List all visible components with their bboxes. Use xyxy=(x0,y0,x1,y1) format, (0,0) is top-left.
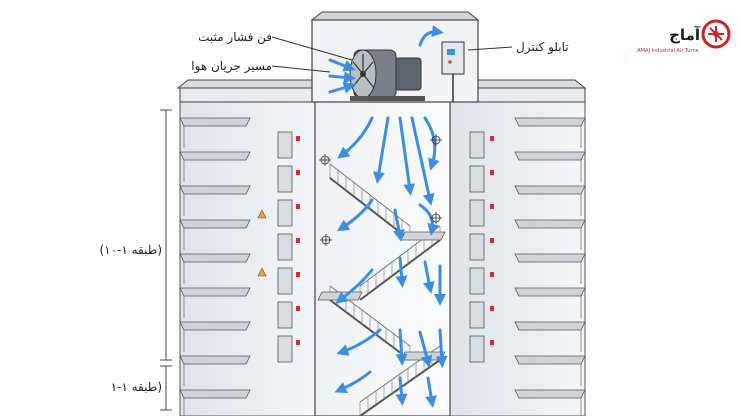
door xyxy=(277,199,293,227)
door xyxy=(469,267,485,295)
airflow-arrow-icon xyxy=(418,330,433,368)
airflow-arrow-icon xyxy=(336,198,374,232)
door xyxy=(469,199,485,227)
smoke-detector-icon xyxy=(319,154,331,166)
warning-sign-icon xyxy=(257,209,267,219)
balcony-slab xyxy=(514,355,586,365)
airflow-arrow-icon xyxy=(418,203,440,236)
balcony-slab xyxy=(179,389,251,399)
balcony-slab xyxy=(514,219,586,229)
brand-name: آماج xyxy=(669,26,701,44)
axial-fan-icon xyxy=(349,49,425,101)
smoke-detector-icon xyxy=(430,212,442,224)
floors-lower-label: طبقه ۱-۱) xyxy=(111,380,162,394)
left-doors xyxy=(257,131,300,363)
balcony-slab xyxy=(514,321,586,331)
airflow-arrows xyxy=(328,25,448,408)
airflow-arrow-icon xyxy=(395,376,408,406)
door xyxy=(469,165,485,193)
balcony-slab xyxy=(514,389,586,399)
door xyxy=(277,131,293,159)
balcony-slab xyxy=(179,355,251,365)
balcony-slab xyxy=(514,253,586,263)
airflow-arrow-icon xyxy=(418,25,444,47)
brand-logo-icon xyxy=(701,19,731,49)
dimension-line xyxy=(160,109,172,411)
airflow-arrow-icon xyxy=(328,81,356,94)
airflow-arrow-icon xyxy=(435,328,448,368)
airflow-arrow-icon xyxy=(328,71,356,84)
balcony-slab xyxy=(179,321,251,331)
stair-landing xyxy=(400,351,446,361)
alarm-box-icon xyxy=(490,136,494,141)
door xyxy=(469,335,485,363)
balcony-slab xyxy=(514,117,586,127)
left-wing xyxy=(179,87,316,416)
airflow-arrow-icon xyxy=(337,116,374,159)
right-doors xyxy=(469,131,494,363)
brand-tagline: AMAJ Industrial Air Turne xyxy=(637,48,698,54)
balcony-slab xyxy=(179,117,251,127)
door xyxy=(469,131,485,159)
airflow-arrow-icon xyxy=(335,268,374,304)
door xyxy=(277,335,293,363)
control-panel-icon xyxy=(441,41,465,102)
alarm-box-icon xyxy=(490,170,494,175)
door xyxy=(277,165,293,193)
airflow-arrow-icon xyxy=(398,116,416,196)
balcony-slab xyxy=(179,253,251,263)
airflow-arrow-icon xyxy=(392,208,405,242)
stair-landing xyxy=(400,231,446,241)
alarm-box-icon xyxy=(490,204,494,209)
airflow-arrow-icon xyxy=(395,256,408,288)
balcony-slab xyxy=(514,185,586,195)
smoke-detector-icon xyxy=(320,234,332,246)
balcony-slab xyxy=(179,151,251,161)
alarm-box-icon xyxy=(490,238,494,243)
alarm-box-icon xyxy=(490,272,494,277)
right-floor-slabs xyxy=(514,117,586,416)
airflow-arrow-icon xyxy=(422,260,435,294)
airflow-arrow-icon xyxy=(395,328,408,366)
leader-lines xyxy=(271,36,513,73)
airflow-label: مسیر جریان هوا xyxy=(191,59,272,74)
balcony-slab xyxy=(514,151,586,161)
balcony-slab xyxy=(179,287,251,297)
door xyxy=(277,301,293,329)
door xyxy=(469,233,485,261)
airflow-arrow-icon xyxy=(425,376,437,408)
balcony-slab xyxy=(179,185,251,195)
airflow-arrow-icon xyxy=(373,116,390,184)
door xyxy=(277,267,293,295)
airflow-arrow-icon xyxy=(328,58,356,72)
alarm-box-icon xyxy=(296,204,300,209)
smoke-detector-icon xyxy=(430,134,442,146)
control-panel-label: تابلو کنترل xyxy=(516,40,569,55)
smoke-detectors xyxy=(319,134,442,246)
alarm-box-icon xyxy=(296,306,300,311)
alarm-box-icon xyxy=(296,136,300,141)
alarm-box-icon xyxy=(490,306,494,311)
airflow-arrow-icon xyxy=(336,328,382,356)
door xyxy=(469,301,485,329)
alarm-box-icon xyxy=(296,238,300,243)
balcony-slab xyxy=(514,287,586,297)
warning-sign-icon xyxy=(257,267,267,277)
airflow-arrow-icon xyxy=(423,116,440,171)
balcony-slab xyxy=(179,219,251,229)
alarm-box-icon xyxy=(296,272,300,277)
floors-upper-label: (طبقه ۱-۱۰) xyxy=(99,243,162,257)
right-wing xyxy=(449,87,586,416)
door xyxy=(277,233,293,261)
airflow-arrow-icon xyxy=(334,370,372,394)
airflow-arrow-icon xyxy=(410,116,435,206)
alarm-box-icon xyxy=(296,170,300,175)
fan-label: فن فشار مثبت xyxy=(198,30,272,45)
alarm-box-icon xyxy=(296,340,300,345)
left-floor-slabs xyxy=(179,117,251,416)
alarm-box-icon xyxy=(490,340,494,345)
